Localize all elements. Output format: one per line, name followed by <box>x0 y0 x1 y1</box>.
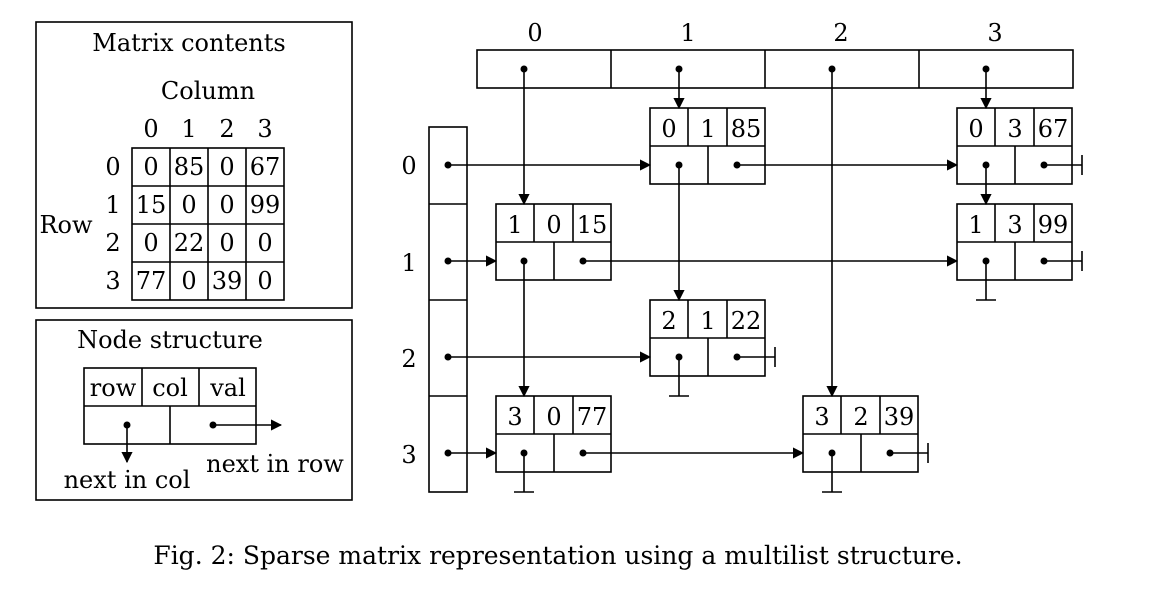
row-header-array: 0 1 2 3 <box>401 126 468 493</box>
node-col-value: 3 <box>1007 115 1022 143</box>
matrix-contents-panel: Matrix contents Column Row 0 1 2 3 0 1 2… <box>35 21 353 309</box>
node-row-value: 3 <box>814 403 829 431</box>
matrix-cell: 77 <box>136 267 167 295</box>
node-1-3: 1 3 99 <box>956 203 1073 281</box>
node-0-1: 0 1 85 <box>649 107 766 185</box>
matrix-col-headers: 0 1 2 3 <box>143 115 272 143</box>
matrix-col-header: 0 <box>143 115 158 143</box>
matrix-cell: 0 <box>219 191 234 219</box>
node-panel-title: Node structure <box>77 326 263 354</box>
figure-caption: Fig. 2: Sparse matrix representation usi… <box>153 541 962 570</box>
matrix-cell: 39 <box>212 267 243 295</box>
matrix-grid <box>131 147 285 301</box>
node-row-value: 3 <box>507 403 522 431</box>
matrix-column-label: Column <box>161 77 255 105</box>
matrix-row-headers: 0 1 2 3 <box>105 153 120 295</box>
matrix-cell: 0 <box>219 153 234 181</box>
matrix-cell: 0 <box>181 191 196 219</box>
node-0-3: 0 3 67 <box>956 107 1073 185</box>
row-header-label: 1 <box>401 249 416 277</box>
matrix-cell: 22 <box>174 229 205 257</box>
node-row-value: 0 <box>968 115 983 143</box>
matrix-row-label: Row <box>39 211 93 239</box>
node-row-value: 1 <box>968 211 983 239</box>
node-col-value: 3 <box>1007 211 1022 239</box>
node-field-row: row <box>90 374 137 402</box>
row-header-label: 2 <box>401 345 416 373</box>
matrix-cell: 0 <box>257 267 272 295</box>
matrix-col-header: 1 <box>181 115 196 143</box>
matrix-col-header: 2 <box>219 115 234 143</box>
node-col-value: 2 <box>853 403 868 431</box>
col-header-label: 3 <box>987 19 1002 47</box>
row-header-label: 3 <box>401 441 416 469</box>
row-header-label: 0 <box>401 152 416 180</box>
column-pointers <box>514 65 996 493</box>
matrix-panel-title: Matrix contents <box>92 29 285 57</box>
matrix-cell: 0 <box>181 267 196 295</box>
node-2-1: 2 1 22 <box>649 299 766 377</box>
node-col-value: 0 <box>546 211 561 239</box>
node-col-value: 0 <box>546 403 561 431</box>
matrix-cell: 0 <box>143 153 158 181</box>
node-structure-panel: Node structure row col val next in col n… <box>35 319 353 501</box>
matrix-col-header: 3 <box>257 115 272 143</box>
matrix-cell: 0 <box>257 229 272 257</box>
next-in-col-label: next in col <box>64 466 191 494</box>
matrix-cell: 67 <box>250 153 281 181</box>
col-header-label: 1 <box>680 19 695 47</box>
matrix-row-header: 1 <box>105 191 120 219</box>
node-val-value: 39 <box>884 403 915 431</box>
matrix-cell: 85 <box>174 153 205 181</box>
node-col-value: 1 <box>700 115 715 143</box>
node-val-value: 22 <box>731 307 762 335</box>
matrix-cell: 15 <box>136 191 167 219</box>
node-row-value: 2 <box>661 307 676 335</box>
node-3-2: 3 2 39 <box>802 395 919 473</box>
node-val-value: 15 <box>577 211 608 239</box>
matrix-row-header: 2 <box>105 229 120 257</box>
matrix-row-header: 0 <box>105 153 120 181</box>
row-pointers <box>444 155 1083 463</box>
node-row-value: 0 <box>661 115 676 143</box>
node-row-value: 1 <box>507 211 522 239</box>
matrix-cells: 0 85 0 67 15 0 0 99 0 22 0 0 77 0 39 0 <box>136 153 281 295</box>
node-val-value: 85 <box>731 115 762 143</box>
matrix-cell: 0 <box>143 229 158 257</box>
next-in-row-label: next in row <box>206 450 344 478</box>
column-header-array: 0 1 2 3 <box>476 19 1074 89</box>
node-field-col: col <box>152 374 188 402</box>
node-3-0: 3 0 77 <box>495 395 612 473</box>
node-1-0: 1 0 15 <box>495 203 612 281</box>
node-val-value: 77 <box>577 403 608 431</box>
col-header-label: 2 <box>833 19 848 47</box>
matrix-cell: 99 <box>250 191 281 219</box>
node-field-val: val <box>209 374 246 402</box>
node-col-value: 1 <box>700 307 715 335</box>
matrix-cell: 0 <box>219 229 234 257</box>
node-val-value: 99 <box>1038 211 1069 239</box>
matrix-row-header: 3 <box>105 267 120 295</box>
node-val-value: 67 <box>1038 115 1069 143</box>
col-header-label: 0 <box>527 19 542 47</box>
